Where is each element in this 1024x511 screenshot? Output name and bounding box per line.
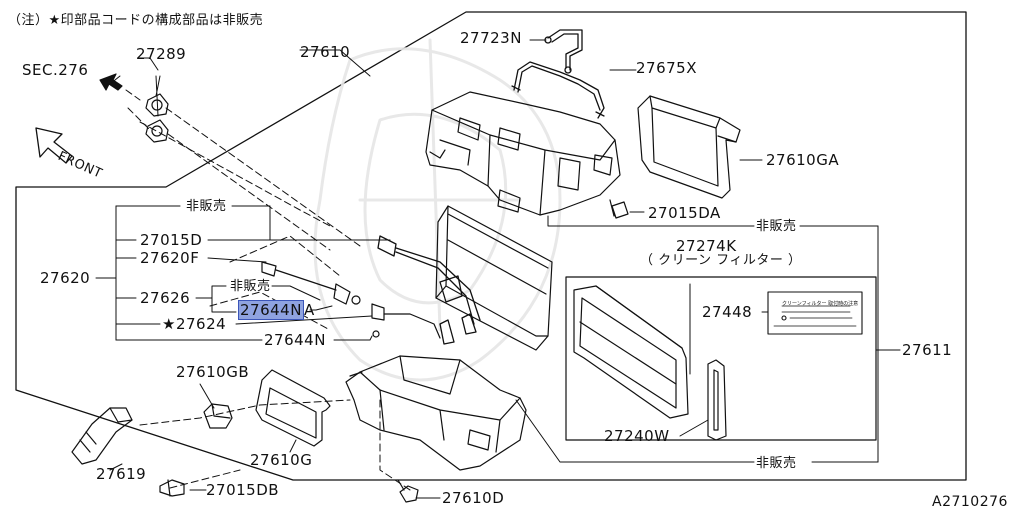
part-27610D[interactable]: 27610D (442, 489, 505, 507)
assembly-frame (15, 11, 967, 481)
expansion-valve (377, 235, 481, 345)
bracket-27240W (707, 359, 727, 441)
upper-case (425, 91, 621, 216)
part-27644NA-suffix: A (303, 301, 315, 319)
frame-27610G (255, 369, 331, 447)
part-27620[interactable]: 27620 (40, 269, 91, 287)
part-27274K[interactable]: 27274K (676, 237, 737, 255)
sticker-text: クリーンフィルター 取付時の注意 (782, 301, 859, 307)
parts-note: （注）★印部品コードの構成部品は非販売 (8, 13, 264, 28)
front-arrow (35, 127, 73, 164)
part-27619[interactable]: 27619 (96, 465, 147, 483)
frame-27610GA (637, 95, 741, 199)
part-27620F[interactable]: 27620F (140, 249, 200, 267)
evaporator-core (435, 205, 553, 351)
filter-box (565, 276, 877, 441)
part-27289[interactable]: 27289 (136, 45, 187, 63)
screw-27610D (397, 479, 419, 503)
part-27644N[interactable]: 27644N (264, 331, 326, 349)
part-27644NA-highlight[interactable]: 27644N (238, 300, 304, 320)
part-27240W[interactable]: 27240W (604, 427, 670, 445)
drain-hose-27619 (71, 407, 133, 465)
lower-case (345, 355, 527, 471)
sensors (261, 261, 441, 339)
not-for-sale-label: 非販売 (230, 279, 271, 294)
part-27610GA[interactable]: 27610GA (766, 151, 840, 169)
part-27610G[interactable]: 27610G (250, 451, 313, 469)
part-27611[interactable]: 27611 (902, 341, 953, 359)
sec-arrow (99, 73, 123, 91)
clip-27289 (145, 75, 169, 143)
part-27448[interactable]: 27448 (702, 303, 753, 321)
sec-276-link[interactable]: SEC.276 (22, 61, 89, 79)
clip-27015DA (609, 199, 629, 219)
leader-lines (95, 39, 901, 499)
part-27015D[interactable]: 27015D (140, 231, 203, 249)
harness-27675X (511, 61, 605, 119)
not-for-sale-label: 非販売 (756, 456, 797, 471)
clean-filter-27274K (573, 285, 689, 419)
part-27610GB[interactable]: 27610GB (176, 363, 250, 381)
part-27624[interactable]: ★27624 (162, 315, 227, 333)
part-27723N[interactable]: 27723N (460, 29, 522, 47)
pipe-27723N (544, 29, 583, 74)
clip-27015DB (159, 479, 185, 497)
part-27015DA[interactable]: 27015DA (648, 204, 721, 222)
part-27626[interactable]: 27626 (140, 289, 191, 307)
part-27015DB[interactable]: 27015DB (206, 481, 280, 499)
diagram-code: A2710276 (932, 494, 1008, 510)
part-27675X[interactable]: 27675X (636, 59, 697, 77)
sticker-27448 (767, 291, 863, 335)
clean-filter-label: （ クリーン フィルター ） (640, 253, 802, 268)
part-27610[interactable]: 27610 (300, 43, 351, 61)
not-for-sale-label: 非販売 (756, 219, 797, 234)
not-for-sale-label: 非販売 (186, 199, 227, 214)
